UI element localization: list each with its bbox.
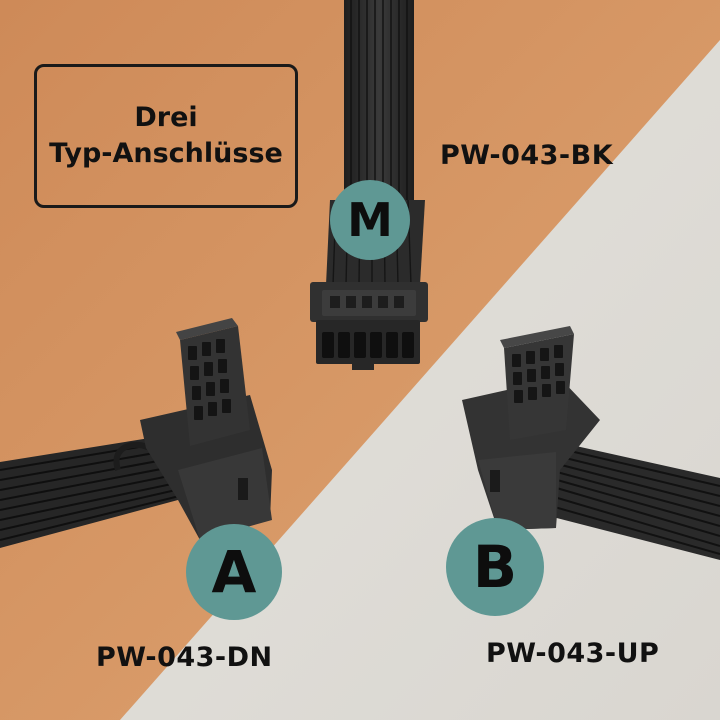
- badge-m-letter: M: [347, 193, 393, 247]
- badge-b: B: [446, 518, 544, 616]
- badge-a: A: [186, 524, 282, 620]
- label-pw-043-dn: PW-043-DN: [96, 642, 273, 673]
- title-line-1: Drei: [134, 102, 198, 133]
- badge-m: M: [330, 180, 410, 260]
- badge-b-letter: B: [472, 533, 518, 601]
- badge-a-letter: A: [211, 538, 257, 606]
- label-pw-043-bk: PW-043-BK: [440, 140, 614, 171]
- connector-a: [0, 318, 272, 548]
- title-box: Drei Typ-Anschlüsse: [34, 64, 298, 208]
- connector-b: [462, 326, 720, 560]
- title-line-2: Typ-Anschlüsse: [49, 138, 283, 169]
- label-pw-043-up: PW-043-UP: [486, 638, 660, 669]
